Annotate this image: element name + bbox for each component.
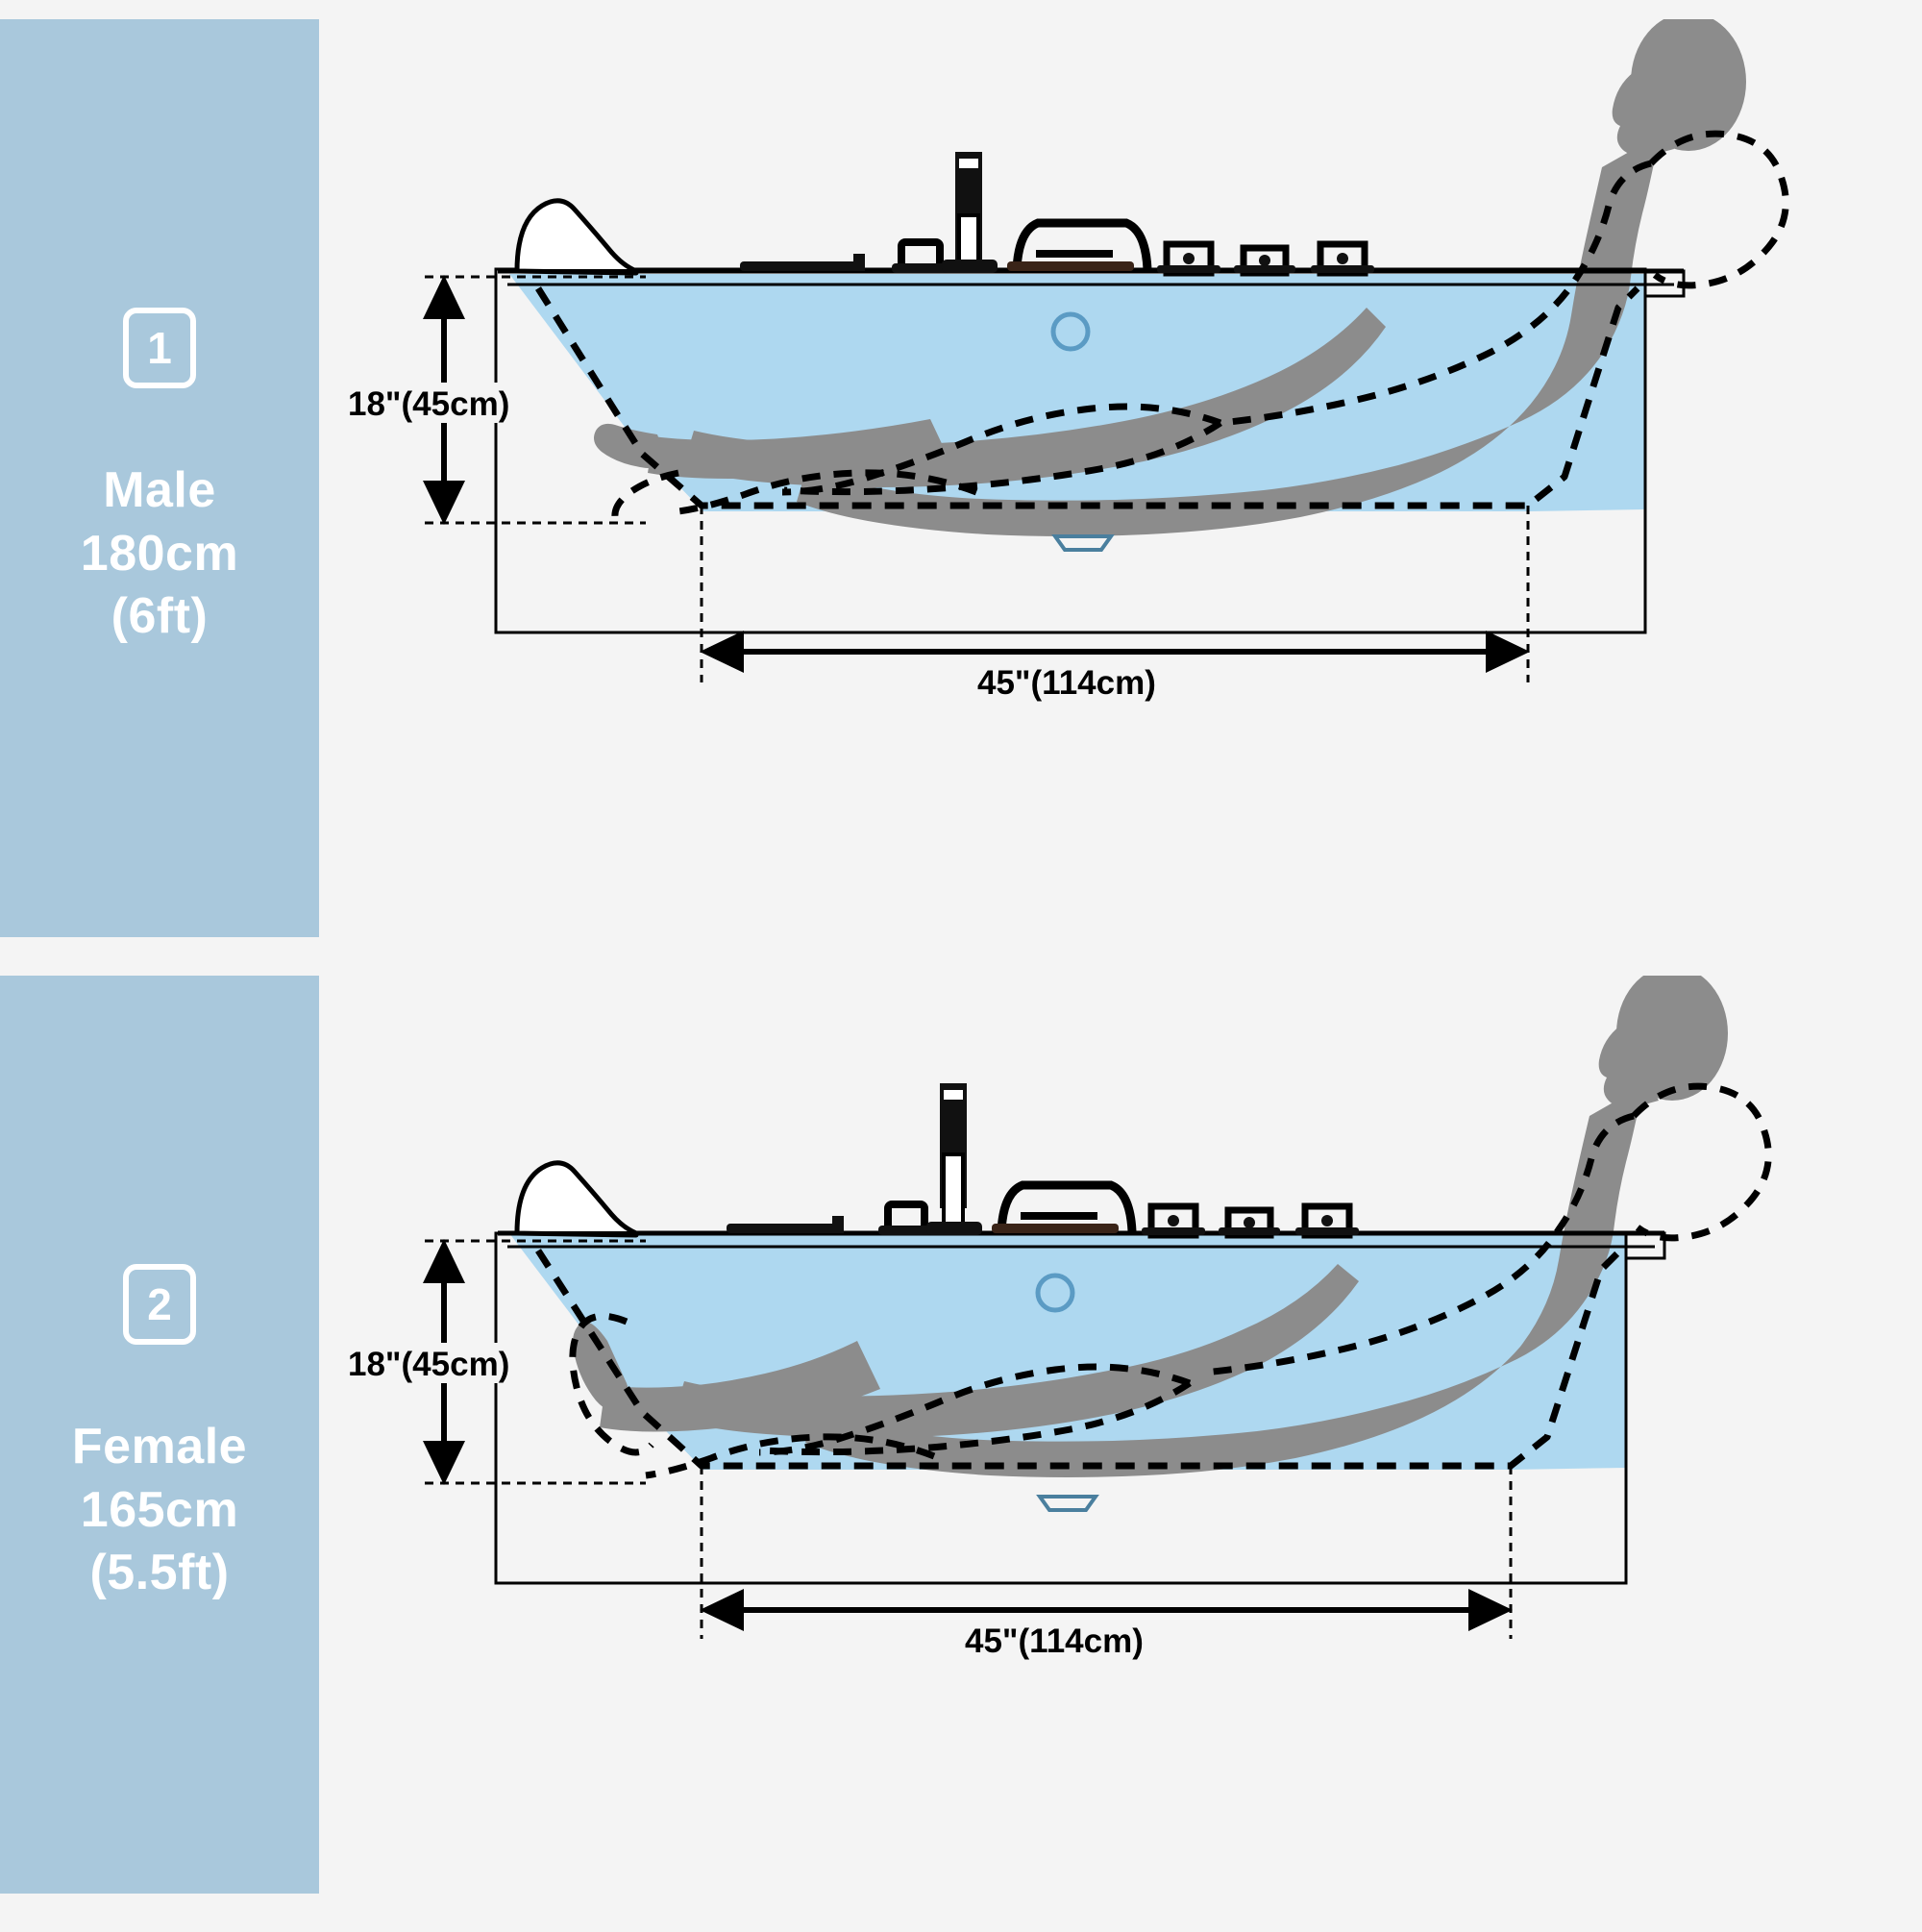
height-dimension-group: 18"(45cm) (346, 275, 646, 525)
headrest-fin (514, 1160, 639, 1238)
tub-basin-dashed (535, 285, 1640, 509)
sidebar-label-line-1: Female (71, 1419, 248, 1475)
width-dimension-group: 45"(114cm) (700, 1466, 1513, 1660)
height-dimension-label: 18"(45cm) (348, 385, 509, 423)
badge-number-1: 1 (123, 308, 196, 389)
shower-column-base (942, 260, 998, 273)
rim-tray-end (853, 254, 865, 271)
drain-circle (1035, 1273, 1075, 1313)
overflow-slot (1051, 534, 1115, 552)
grab-handle-outer (997, 1180, 1137, 1232)
human-figure-female (573, 976, 1728, 1477)
water-fill (509, 1233, 1626, 1470)
width-arrow-left (700, 631, 744, 673)
rim-tray (740, 261, 865, 271)
panel-male: 1 Male 180cm (6ft) (0, 19, 1922, 937)
width-dimension-group: 45"(114cm) (700, 506, 1530, 702)
badge-number-2: 2 (123, 1264, 196, 1346)
headrest-fin (514, 198, 639, 276)
sidebar-label-line-2: 165cm (80, 1481, 239, 1538)
height-arrow-up (423, 1239, 465, 1283)
diagram-stage-female: 18"(45cm) 45"(114cm) (319, 976, 1922, 1894)
soap-dispenser-base (892, 263, 949, 273)
human-contour-dashed (569, 1082, 1772, 1479)
width-dimension-label: 45"(114cm) (965, 1622, 1144, 1660)
grab-handle-base (1007, 261, 1134, 271)
width-arrow-right (1486, 631, 1530, 673)
sidebar-label-line-1: Male (103, 462, 216, 519)
height-arrow-down (423, 1441, 465, 1485)
diagram-stage-male: 18"(45cm) 45"(114cm) (319, 19, 1922, 937)
grab-handle-outer (1012, 218, 1152, 270)
panel-female: 2 Female 165cm (5.5ft) (0, 976, 1922, 1894)
sidebar-male: 1 Male 180cm (6ft) (0, 19, 319, 937)
control-button-3 (1311, 240, 1374, 277)
control-button-2 (1219, 1206, 1280, 1239)
sidebar-female: 2 Female 165cm (5.5ft) (0, 976, 319, 1894)
width-arrow-right (1468, 1589, 1513, 1631)
control-button-1 (1157, 240, 1220, 277)
human-contour-dashed (611, 130, 1789, 527)
bottom-spacer (0, 1894, 1922, 1932)
control-button-3 (1295, 1202, 1359, 1239)
soap-dispenser-base (878, 1226, 934, 1235)
sidebar-label-female: Female 165cm (5.5ft) (72, 1416, 247, 1605)
rim-tray-end (832, 1216, 844, 1233)
height-label-bg (346, 1343, 543, 1383)
overflow-slot (1036, 1495, 1099, 1512)
sidebar-label-line-3: (5.5ft) (89, 1545, 230, 1601)
width-arrow-left (700, 1589, 744, 1631)
control-button-1 (1142, 1202, 1205, 1239)
sidebar-label-line-2: 180cm (80, 525, 239, 582)
height-dimension-group: 18"(45cm) (346, 1239, 646, 1485)
height-arrow-up (423, 275, 465, 319)
sidebar-label-line-3: (6ft) (111, 588, 209, 645)
shower-column-body (942, 1152, 965, 1235)
drain-circle (1050, 311, 1091, 352)
shower-head-slot (959, 159, 978, 168)
shower-column-base (926, 1222, 982, 1235)
control-button-2 (1234, 244, 1295, 277)
height-label-bg (346, 383, 543, 423)
height-arrow-down (423, 481, 465, 525)
panel-separator (0, 937, 1922, 976)
rim-tray (727, 1224, 844, 1233)
width-dimension-label: 45"(114cm) (977, 664, 1156, 702)
grab-handle-base (992, 1224, 1119, 1233)
sidebar-label-male: Male 180cm (6ft) (81, 459, 238, 649)
height-dimension-label: 18"(45cm) (348, 1346, 509, 1383)
shower-head-slot (944, 1090, 963, 1100)
